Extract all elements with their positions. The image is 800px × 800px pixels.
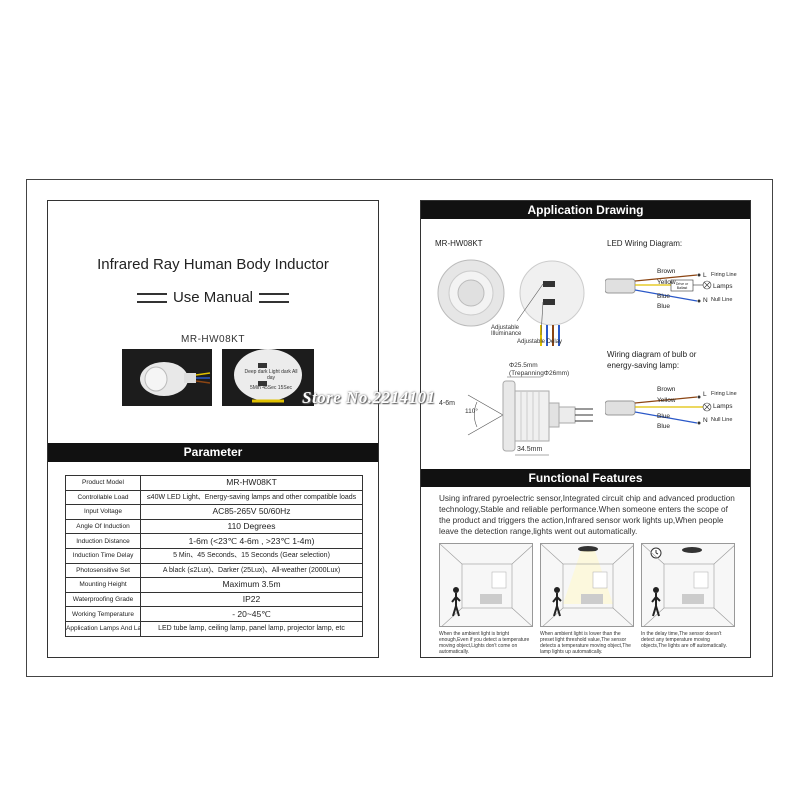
- parameter-value: 110 Degrees: [140, 518, 363, 535]
- parameter-key: Working Temperature: [65, 606, 141, 622]
- bulb-wiring-title: Wiring diagram of bulb or energy-saving …: [607, 350, 697, 370]
- parameter-value: - 20~45℃: [140, 606, 363, 622]
- drawing-model-number: MR-HW08KT: [435, 239, 483, 248]
- led-L-label: L: [703, 272, 707, 279]
- sensor-dimension-drawing: [467, 376, 593, 456]
- parameter-row: Controllable Load≤40W LED Light、Energy-s…: [65, 489, 363, 506]
- parameter-key: Induction Distance: [65, 533, 141, 549]
- led-lamps-label: Lamps: [713, 283, 733, 290]
- diameter-label: Φ25.5mm: [509, 362, 538, 369]
- led-null-line: Null Line: [711, 297, 733, 303]
- parameter-key: Photosensitive Set: [65, 562, 141, 579]
- parameter-key: Input Voltage: [65, 504, 141, 520]
- scene-caption-1: When the ambient light is bright enough,…: [439, 631, 530, 655]
- manual-cover-page: Infrared Ray Human Body Inductor Use Man…: [47, 200, 379, 658]
- product-photo-back: [222, 349, 314, 406]
- scene-bright-no-light: [439, 543, 533, 627]
- led-firing-line: Firing Line: [711, 272, 737, 278]
- parameter-key: Application Lamps And Lanterns: [65, 620, 141, 637]
- decor-lines-right: [259, 293, 290, 304]
- parameter-value: Maximum 3.5m: [140, 577, 363, 593]
- led-wiring-diagram: [605, 273, 712, 303]
- parameter-key: Product Model: [65, 475, 141, 491]
- adjustable-delay-label: Adjustable Delay: [517, 339, 563, 345]
- led-wire-yellow: Yellow: [657, 279, 676, 286]
- store-watermark: Store No.2214101: [302, 388, 436, 407]
- parameter-key: Controllable Load: [65, 489, 141, 506]
- parameter-key: Angle Of Induction: [65, 518, 141, 535]
- use-manual-heading: Use Manual: [48, 289, 378, 306]
- led-N-label: N: [703, 297, 708, 304]
- scene-caption-2: When ambient light is lower than the pre…: [540, 631, 631, 655]
- bulb-lamps-label: Lamps: [713, 403, 733, 410]
- parameter-value: 5 Min、45 Seconds、15 Seconds (Gear select…: [140, 547, 363, 564]
- cover-model-number: MR-HW08KT: [181, 334, 245, 345]
- functional-features-text: Using infrared pyroelectric sensor,Integ…: [439, 494, 735, 536]
- sensor-side-illustration: [122, 349, 212, 406]
- scene-caption-3: In the delay time,The sensor doesn't det…: [641, 631, 727, 649]
- parameter-value: LED tube lamp, ceiling lamp, panel lamp,…: [140, 620, 363, 637]
- sensor-front-back-drawing: [437, 259, 585, 346]
- scene-delay-light-off: [641, 543, 735, 627]
- led-driver-box-label: Drive or Ballast: [675, 282, 689, 290]
- range-label: 4-6m: [439, 400, 455, 407]
- bulb-wire-brown: Brown: [657, 386, 676, 393]
- bulb-null-line: Null Line: [711, 417, 733, 423]
- bulb-firing-line: Firing Line: [711, 391, 737, 397]
- parameter-header: Parameter: [48, 443, 378, 462]
- parameter-value: A black (≤2Lux)、Darker (25Lux)、All-weath…: [140, 562, 363, 579]
- product-photo-side: [122, 349, 212, 406]
- manual-title: Infrared Ray Human Body Inductor: [97, 256, 329, 273]
- bulb-wire-blue-1: Blue: [657, 413, 671, 420]
- led-wiring-title: LED Wiring Diagram:: [607, 239, 683, 248]
- photo-label-sub: 5Min 45Sec 15Sec: [250, 385, 292, 391]
- bulb-wire-yellow: Yellow: [657, 397, 676, 404]
- application-drawing-header: Application Drawing: [421, 201, 750, 219]
- parameter-value: ≤40W LED Light、Energy-saving lamps and o…: [140, 489, 363, 506]
- room-scene-3: [642, 544, 734, 626]
- led-wire-blue-2: Blue: [657, 303, 671, 310]
- photo-label-text: Deep dark Light dark All day: [244, 369, 298, 381]
- parameter-key: Induction Time Delay: [65, 547, 141, 564]
- led-wire-brown: Brown: [657, 268, 676, 275]
- parameter-key: Waterproofing Grade: [65, 591, 141, 608]
- parameter-row: Working Temperature- 20~45℃: [65, 606, 363, 622]
- bulb-wire-blue-2: Blue: [657, 423, 671, 430]
- application-page: Application Drawing MR-HW08KT Adjustable…: [420, 200, 751, 658]
- document-frame: [26, 179, 773, 677]
- parameter-value: IP22: [140, 591, 363, 608]
- parameter-value: MR-HW08KT: [140, 475, 363, 491]
- bulb-wiring-diagram: [605, 395, 712, 425]
- room-scene-1: [440, 544, 532, 626]
- trepanning-label: (TrepanningΦ26mm): [509, 370, 570, 377]
- angle-label: 110°: [465, 408, 478, 415]
- sensor-back-illustration: [222, 349, 314, 406]
- room-scene-2: [541, 544, 633, 626]
- bulb-L-label: L: [703, 391, 707, 398]
- decor-lines-left: [136, 293, 167, 304]
- parameter-value: 1-6m (<23℃ 4-6m , >23℃ 1-4m): [140, 533, 363, 549]
- parameter-row: Application Lamps And LanternsLED tube l…: [65, 620, 363, 637]
- parameter-value: AC85-265V 50/60Hz: [140, 504, 363, 520]
- parameter-key: Mounting Height: [65, 577, 141, 593]
- scene-dark-light-on: [540, 543, 634, 627]
- adjustable-illuminance-label: Adjustable Illuminance: [491, 325, 522, 337]
- functional-features-header: Functional Features: [421, 469, 750, 487]
- led-wire-blue-1: Blue: [657, 293, 671, 300]
- bulb-N-label: N: [703, 417, 708, 424]
- use-manual-label: Use Manual: [172, 289, 254, 306]
- width-label: 34.5mm: [517, 446, 543, 453]
